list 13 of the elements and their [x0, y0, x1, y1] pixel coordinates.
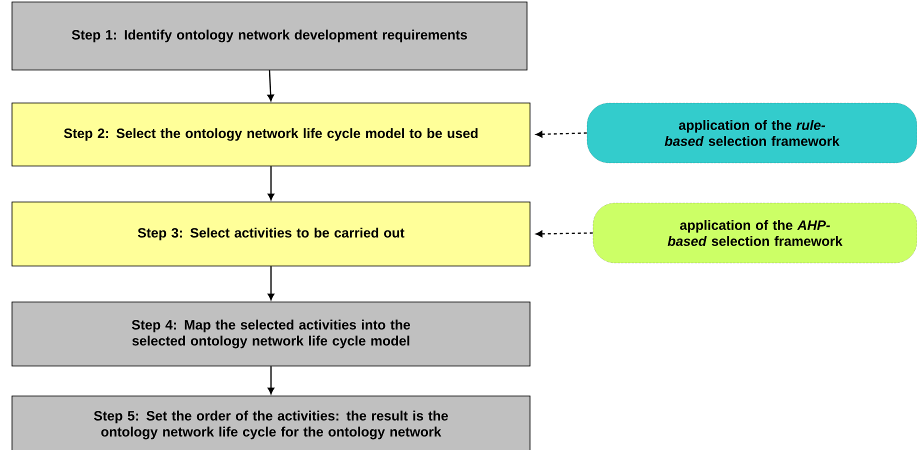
- rounded-callout: application of the AHP-based selection framework: [592, 202, 917, 264]
- step-box: Step 5: Set the order of the activities: the result is the ontology network life cycle for the ontology network: [12, 396, 530, 450]
- arrow: [268, 166, 274, 200]
- step-box: Step 1: Identify ontology network development requirements: [12, 2, 528, 70]
- rounded-callout: application of the rule-based selection framework: [586, 102, 917, 164]
- arrow: [268, 266, 274, 300]
- step-box: Step 2: Select the ontology network life cycle model to be used: [12, 102, 530, 166]
- step-box: Step 4: Map the selected activities into the selected ontology network life cycle model: [12, 302, 530, 366]
- arrow: [536, 230, 593, 238]
- step-box: Step 3: Select activities to be carried out: [12, 202, 530, 266]
- arrow: [267, 70, 274, 102]
- arrow: [536, 130, 587, 138]
- arrow: [268, 366, 274, 394]
